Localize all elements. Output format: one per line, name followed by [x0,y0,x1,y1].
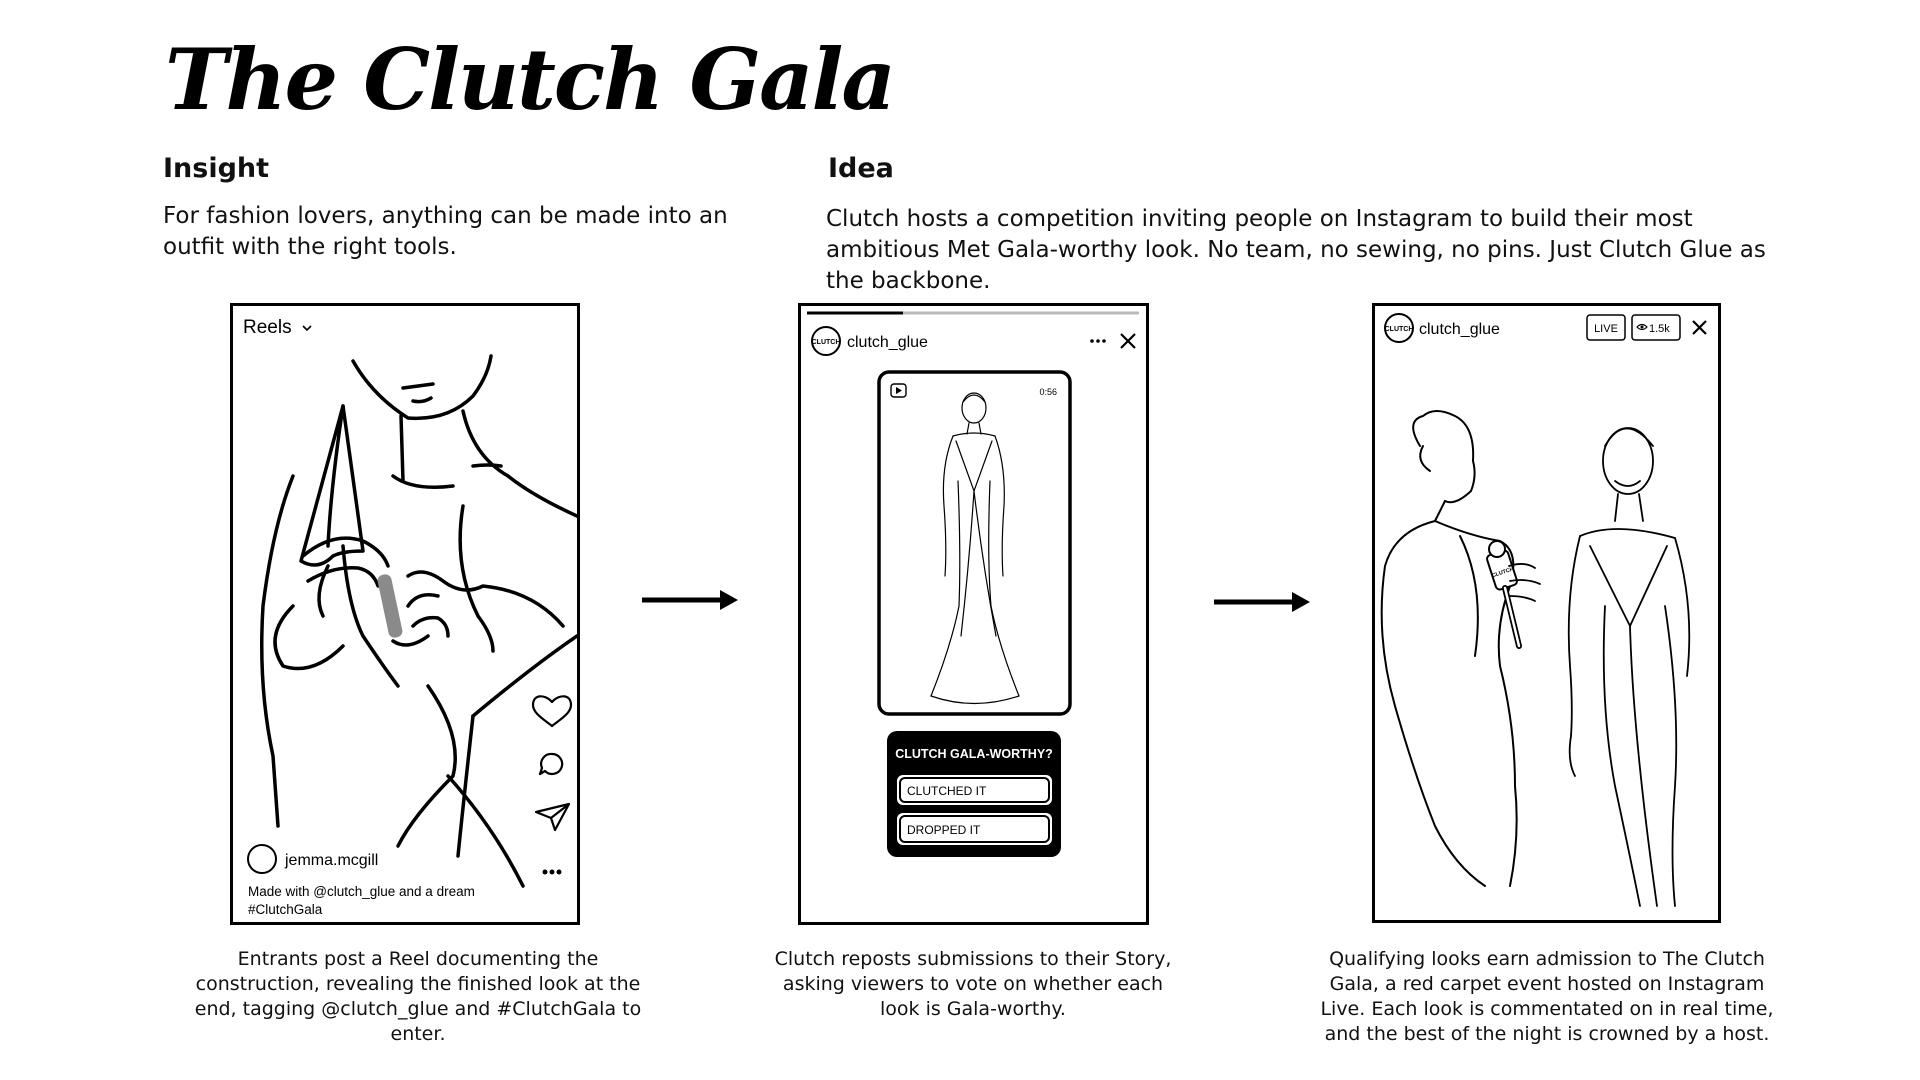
arrow-right-icon [642,590,738,610]
poll-question: CLUTCH GALA-WORTHY? [895,747,1053,761]
svg-text:DROPPED IT: DROPPED IT [907,823,981,837]
clutch-avatar [1384,313,1414,343]
reels-label: Reels [243,317,292,338]
reel-phone-mockup: Reels jemma.mcgill Made with @clutch_glu… [230,303,580,925]
send-icon [534,802,571,832]
more-options-icon [542,869,562,875]
story-phone-mockup: CLUTCH clutch_glue 0:56 CLUTCH GALA-W [798,303,1149,925]
svg-text:CLUTCH: CLUTCH [1385,326,1414,333]
host-hand [1508,563,1541,602]
clutch-avatar [811,326,841,356]
avatar [247,844,277,874]
guest-figure [1567,427,1691,907]
arrow-right-icon [1214,592,1310,612]
reel-caption-line2: #ClutchGala [248,902,323,917]
gown-figure [930,392,1020,705]
close-icon [1692,320,1707,335]
glue-stick [377,574,403,638]
reel-timer: 0:56 [1039,387,1057,397]
reel-caption-line1: Made with @clutch_glue and a dream [248,884,475,899]
insight-text: For fashion lovers, anything can be made… [163,203,728,260]
reel-illustration: Reels jemma.mcgill Made with @clutch_glu… [243,317,577,917]
story-illustration: CLUTCH clutch_glue 0:56 CLUTCH GALA-W [807,311,1139,857]
more-options-icon [1090,339,1106,343]
step1-caption: Entrants post a Reel documenting the con… [194,948,642,1045]
svg-text:LIVE: LIVE [1594,323,1618,335]
reposted-reel-card [877,370,1072,716]
svg-text:1.5k: 1.5k [1649,323,1670,335]
poll-option-clutched [899,777,1050,803]
heart-icon [531,695,573,728]
eye-icon [1636,323,1648,331]
step2-caption: Clutch reposts submissions to their Stor… [774,948,1172,1020]
host-figure [1380,410,1518,887]
insight-heading: Insight [163,153,270,184]
reel-username: jemma.mcgill [284,852,378,869]
idea-text: Clutch hosts a competition inviting peop… [826,206,1766,294]
svg-text:CLUTCH: CLUTCH [812,339,841,346]
svg-text:CLUTCHED IT: CLUTCHED IT [907,784,987,798]
viewer-count-badge [1631,314,1681,341]
chevron-down-icon [302,325,312,332]
step3-caption: Qualifying looks earn admission to The C… [1320,948,1774,1045]
idea-heading: Idea [828,153,894,184]
live-badge [1586,314,1626,341]
comment-icon [538,752,564,776]
live-phone-mockup: CLUTCH clutch_glue LIVE 1.5k CLUTCH [1372,303,1721,923]
close-icon [1120,333,1136,349]
page-title: The Clutch Gala [165,30,896,129]
story-username: clutch_glue [847,334,928,351]
microphone-icon: CLUTCH [1486,540,1522,649]
poll-option-dropped [899,815,1050,843]
reel-icon [890,383,907,398]
live-username: clutch_glue [1419,321,1500,338]
live-illustration: CLUTCH clutch_glue LIVE 1.5k CLUTCH [1380,313,1707,907]
